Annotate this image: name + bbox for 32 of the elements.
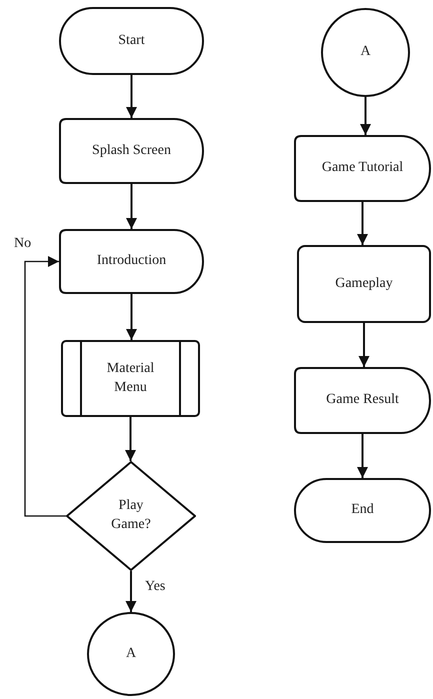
arrow [357,434,368,478]
node-label: End [351,501,374,520]
node-label: Game Tutorial [322,159,404,178]
connector-circle [321,8,410,97]
arrow [24,256,66,517]
node-label: A [360,43,371,62]
arrow [357,202,368,245]
process-box [297,245,431,323]
arrow [126,571,136,612]
node-label: Play Game? [110,497,152,534]
node-label: Start [118,32,145,50]
arrow [358,323,370,367]
node-label: A [126,644,136,663]
decision-diamond [66,461,196,571]
arrow [125,417,136,461]
arrow [126,184,137,229]
arrow [126,75,137,118]
node-label: Introduction [96,252,166,270]
node-label: Game Result [326,391,399,410]
display-shape [294,135,431,202]
subprocess-box [61,340,200,417]
node-label: Splash Screen [92,142,171,160]
display-shape [294,367,431,434]
edge-label: No [14,237,32,251]
arrow [360,97,371,135]
connector-circle [87,612,175,696]
arrow [126,294,137,340]
display-shape [59,118,204,184]
node-label: Material Menu [106,360,156,396]
node-label: Gameplay [335,274,393,293]
edge-label: Yes [145,580,166,594]
display-shape [59,229,204,294]
